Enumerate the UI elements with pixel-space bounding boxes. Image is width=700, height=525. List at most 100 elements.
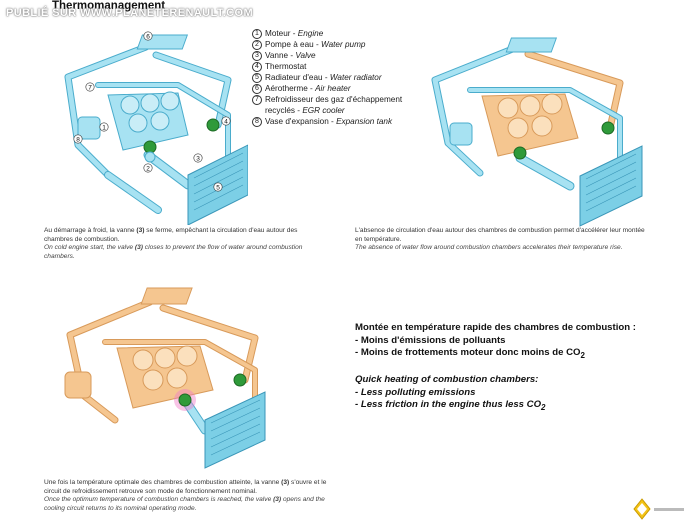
legend-label-en: Air heater (315, 84, 351, 93)
summary-item-en: - Less polluting emissions (355, 386, 476, 398)
legend-item-2: 2 Pompe à eau - Water pump (252, 39, 452, 50)
engine-block (107, 91, 189, 151)
legend-label-fr: Aérotherme (265, 84, 308, 93)
legend-separator: - (313, 40, 321, 49)
caption-text: closes to prevent the flow of water arou… (44, 244, 303, 260)
caption-text: Une fois la température optimale des cha… (44, 479, 282, 486)
legend-item-1: 1 Moteur - Engine (252, 28, 452, 39)
legend-label-fr: Moteur (265, 29, 291, 38)
legend-label-en: EGR cooler (302, 106, 345, 115)
legend: 1 Moteur - Engine 2 Pompe à eau - Water … (252, 28, 452, 127)
legend-separator: - (295, 106, 303, 115)
callout-number: 6 (146, 33, 150, 40)
caption-text: opens and the cooling circuit returns to… (44, 496, 325, 512)
legend-label-fr: Pompe à eau (265, 40, 314, 49)
legend-item-7: 7 Refroidisseur des gaz d'échappement (252, 94, 452, 105)
tank-component (77, 116, 101, 140)
legend-label-fr: Radiateur d'eau (265, 73, 323, 82)
radiator (579, 145, 643, 227)
summary-item-fr: - Moins de frottements moteur donc moins… (355, 347, 675, 362)
callout-badge (99, 122, 109, 132)
caption-valve-ref: (3) (136, 227, 145, 234)
valve (178, 393, 192, 407)
legend-label-en: Expansion tank (336, 117, 393, 126)
caption-valve-ref: (3) (134, 244, 143, 252)
callout-number: 7 (88, 84, 92, 91)
legend-label-en: Engine (297, 29, 324, 38)
legend-separator: - (290, 29, 298, 38)
legend-label-en: Water pump (321, 40, 366, 49)
diagram-heating (431, 37, 643, 227)
legend-label-en: Valve (295, 51, 316, 60)
callout-number: 2 (146, 165, 150, 172)
legend-separator: - (328, 117, 337, 126)
renault-logo (632, 496, 688, 522)
watermark: PUBLIÉ SUR WWW.PLANETERENAULT.COM (6, 7, 254, 19)
radiator (204, 391, 266, 469)
subscript: 2 (541, 403, 546, 413)
summary-title-en: Quick heating of combustion chambers: (355, 374, 539, 386)
legend-number: 1 (252, 28, 262, 39)
callout-number: 1 (102, 124, 106, 131)
page-title: Thermomanagement (52, 0, 166, 12)
valve (143, 140, 157, 154)
legend-separator: - (288, 51, 296, 60)
legend-number: 6 (252, 83, 262, 94)
summary-item-text: - Less friction in the engine thus less … (355, 399, 542, 411)
caption-fr: L'absence de circulation d'eau autour de… (355, 227, 645, 243)
summary-block: Montée en température rapide des chambre… (355, 322, 675, 415)
callout-badge (221, 116, 231, 126)
expansion-tank (505, 37, 558, 53)
valve (513, 146, 527, 160)
caption-text: Once the optimum temperature of combusti… (44, 496, 274, 504)
tank-component (64, 371, 92, 399)
legend-label-fr: Refroidisseur des gaz d'échappement (265, 95, 403, 104)
caption-fr: Au démarrage à froid, la vanne (3) se fe… (44, 227, 314, 244)
engine-block (116, 345, 214, 409)
legend-item-5: 5 Radiateur d'eau - Water radiator (252, 72, 452, 83)
thermostat (233, 373, 247, 387)
callout-badge (143, 31, 153, 41)
callout-badge (85, 82, 95, 92)
legend-number: 4 (252, 61, 262, 72)
summary-item-fr: - Moins d'émissions de polluants (355, 334, 506, 346)
summary-item-text: - Moins de frottements moteur donc moins… (355, 347, 581, 358)
legend-item-6: 6 Aérotherme - Air heater (252, 83, 452, 94)
legend-item-7-cont: recyclés - EGR cooler (252, 105, 452, 116)
legend-number: 8 (252, 116, 262, 127)
caption-text: On cold engine start, the valve (44, 244, 135, 252)
thermostat (206, 118, 220, 132)
callout-badge (73, 134, 83, 144)
expansion-tank (140, 287, 193, 305)
callout-number: 5 (216, 184, 220, 191)
callout-badge (213, 182, 223, 192)
legend-number: 2 (252, 39, 262, 50)
tank-component (449, 122, 473, 146)
legend-separator: - (307, 84, 316, 93)
callout-badge (143, 163, 153, 173)
legend-label-fr: Vase d'expansion (265, 117, 329, 126)
callout-number: 3 (196, 155, 200, 162)
callout-number: 8 (76, 136, 80, 143)
water-pump (144, 151, 156, 163)
subscript: 2 (580, 350, 585, 360)
callout-badge (193, 153, 203, 163)
legend-label-fr-cont: recyclés (265, 106, 296, 115)
caption-text: Au démarrage à froid, la vanne (44, 227, 137, 234)
summary-item-en: - Less friction in the engine thus less … (355, 399, 675, 414)
thermostat (601, 121, 615, 135)
legend-label-fr: Thermostat (265, 62, 307, 71)
caption-valve-ref: (3) (273, 496, 282, 504)
caption-valve-ref: (3) (281, 479, 290, 486)
caption-fr: Une fois la température optimale des cha… (44, 479, 329, 496)
caption-en: On cold engine start, the valve (3) clos… (44, 244, 314, 261)
legend-number: 5 (252, 72, 262, 83)
diagram-nominal (64, 287, 266, 469)
legend-item-3: 3 Vanne - Valve (252, 50, 452, 61)
caption-text: se ferme, empêchant la circulation d'eau… (44, 227, 298, 243)
legend-number: 7 (252, 94, 262, 105)
legend-separator: - (322, 73, 330, 82)
caption-text: s'ouvre et le circuit de refroidissement… (44, 479, 327, 495)
engine-block (481, 93, 579, 157)
